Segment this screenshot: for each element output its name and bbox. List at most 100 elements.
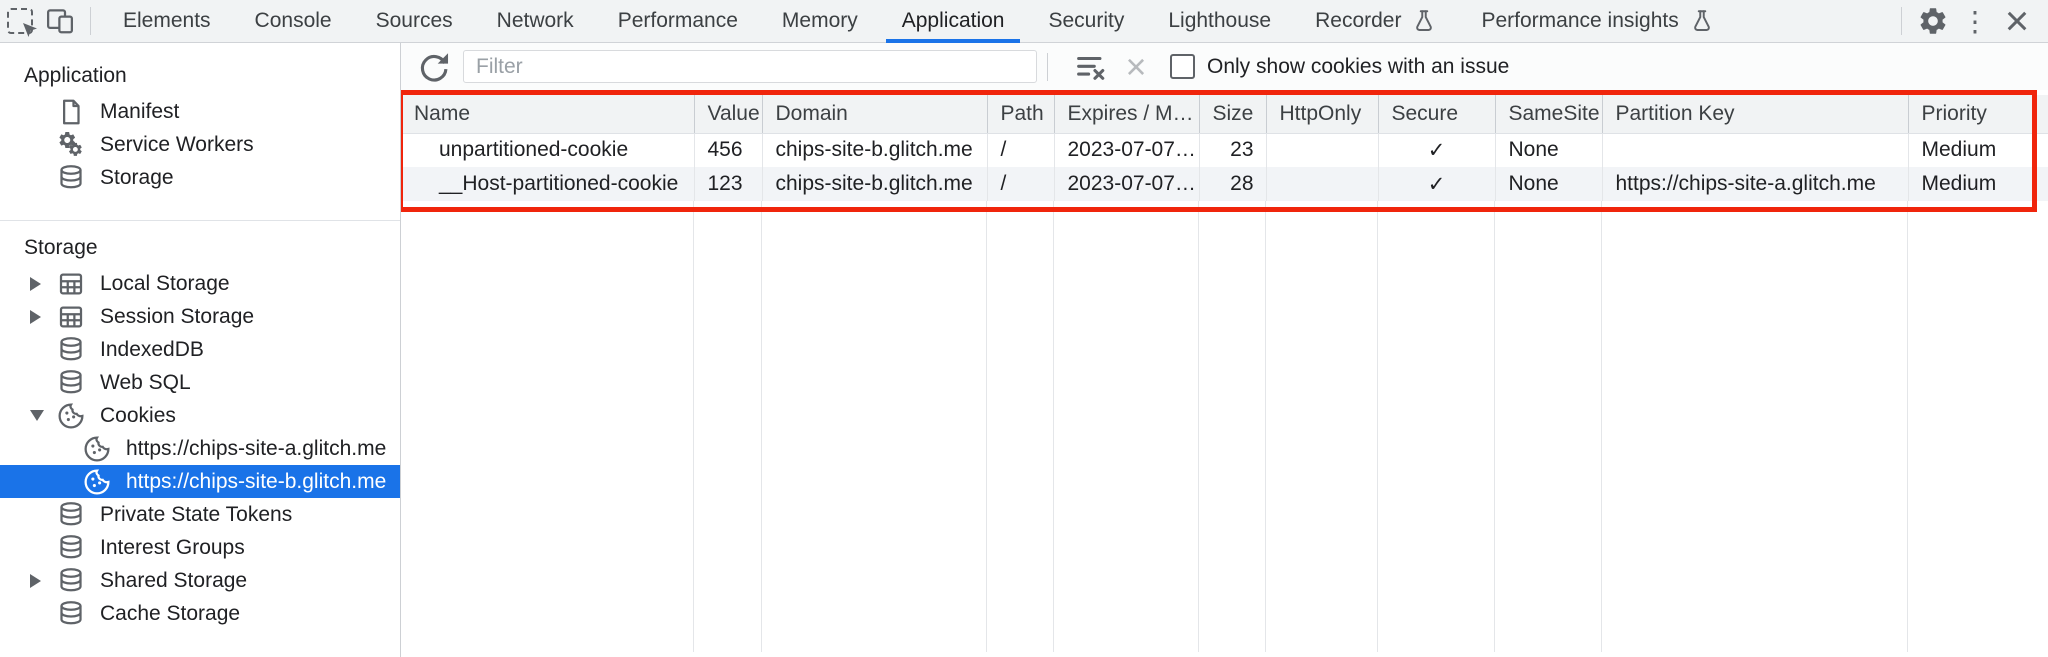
- cell-httponly: [1266, 167, 1379, 201]
- device-toolbar-icon: [47, 9, 73, 34]
- cell-partition-key: https://chips-site-a.glitch.me: [1602, 167, 1909, 201]
- tab-performance-insights[interactable]: Performance insights: [1459, 0, 1736, 43]
- tabbar-divider: [90, 7, 91, 35]
- cookie-icon: [58, 403, 84, 428]
- sidebar-item-cookies-chips-site-a[interactable]: https://chips-site-a.glitch.me: [0, 432, 400, 465]
- col-header-expires[interactable]: Expires / M…: [1054, 95, 1200, 134]
- tab-application[interactable]: Application: [880, 0, 1027, 43]
- cell-secure: ✓: [1378, 133, 1496, 167]
- col-header-secure[interactable]: Secure: [1378, 95, 1496, 134]
- sidebar-item-cache-storage[interactable]: Cache Storage: [0, 597, 400, 630]
- col-header-value[interactable]: Value: [694, 95, 763, 134]
- sidebar-item-indexeddb[interactable]: IndexedDB: [0, 333, 400, 366]
- sidebar-item-cookies-chips-site-b[interactable]: https://chips-site-b.glitch.me: [0, 465, 400, 498]
- cell-priority: Medium: [1908, 167, 2048, 201]
- tab-console[interactable]: Console: [254, 9, 332, 32]
- refresh-button[interactable]: [415, 48, 453, 86]
- cookies-toolbar: × Only show cookies with an issue: [401, 43, 2048, 90]
- clear-all-cookies-button[interactable]: [1070, 48, 1110, 86]
- sidebar-item-shared-storage[interactable]: Shared Storage: [0, 564, 400, 597]
- inspect-element-button[interactable]: [0, 1, 40, 41]
- experiment-flask-icon: [1416, 10, 1433, 31]
- expander-collapsed-icon: [30, 573, 41, 588]
- expander-collapsed-icon: [30, 309, 41, 324]
- gears-icon: [59, 131, 82, 156]
- close-devtools-button[interactable]: ×: [1996, 0, 2038, 44]
- tabbar-divider: [1901, 7, 1902, 35]
- col-header-priority[interactable]: Priority: [1908, 95, 2048, 134]
- col-header-partition-key[interactable]: Partition Key: [1602, 95, 1909, 134]
- cell-partition-key: [1602, 133, 1909, 167]
- tab-sources[interactable]: Sources: [375, 9, 453, 32]
- sidebar-item-session-storage[interactable]: Session Storage: [0, 300, 400, 333]
- cookies-grid: Name Value Domain Path Expires / M… Size…: [401, 90, 2048, 657]
- sidebar-item-local-storage[interactable]: Local Storage: [0, 267, 400, 300]
- toolbar-divider: [1047, 52, 1048, 81]
- cell-domain: chips-site-b.glitch.me: [762, 133, 988, 167]
- tab-security[interactable]: Security: [1048, 9, 1125, 32]
- application-sidebar: Application Manifest Service Workers Sto…: [0, 43, 401, 657]
- close-icon: ×: [2004, 0, 2030, 44]
- col-header-path[interactable]: Path: [987, 95, 1055, 134]
- sidebar-item-interest-groups[interactable]: Interest Groups: [0, 531, 400, 564]
- cell-expires: 2023-07-07…: [1054, 133, 1200, 167]
- delete-x-icon: ×: [1125, 45, 1147, 87]
- cell-name: __Host-partitioned-cookie: [401, 167, 695, 201]
- cell-size: 23: [1199, 133, 1267, 167]
- col-header-name[interactable]: Name: [401, 95, 695, 134]
- table-icon: [59, 306, 83, 327]
- col-header-samesite[interactable]: SameSite: [1495, 95, 1603, 134]
- col-header-size[interactable]: Size: [1199, 95, 1267, 134]
- col-header-httponly[interactable]: HttpOnly: [1266, 95, 1379, 134]
- cell-value: 123: [694, 167, 763, 201]
- clear-filter-icon: [1077, 56, 1105, 80]
- tab-performance[interactable]: Performance: [617, 9, 738, 32]
- settings-button[interactable]: [1912, 1, 1954, 41]
- cell-expires: 2023-07-07…: [1054, 167, 1200, 201]
- database-icon: [60, 501, 82, 525]
- toggle-device-toolbar-button[interactable]: [40, 1, 80, 41]
- sidebar-item-cookies[interactable]: Cookies: [0, 399, 400, 432]
- tab-memory[interactable]: Memory: [781, 9, 858, 32]
- cell-httponly: [1266, 133, 1379, 167]
- inspect-cursor-icon: [7, 8, 37, 37]
- devtools-tabbar: Elements Console Sources Network Perform…: [0, 0, 2048, 43]
- cookies-pane: × Only show cookies with an issue Name V…: [401, 43, 2048, 657]
- table-row[interactable]: __Host-partitioned-cookie 123 chips-site…: [401, 167, 2048, 201]
- cookies-table: Name Value Domain Path Expires / M… Size…: [401, 95, 2048, 201]
- delete-selected-button[interactable]: ×: [1118, 45, 1154, 87]
- gear-icon: [1920, 8, 1946, 34]
- col-header-domain[interactable]: Domain: [762, 95, 988, 134]
- cell-path: /: [987, 133, 1055, 167]
- cell-samesite: None: [1495, 167, 1603, 201]
- sidebar-item-service-workers[interactable]: Service Workers: [0, 128, 400, 161]
- expander-expanded-icon: [30, 410, 44, 421]
- cell-path: /: [987, 167, 1055, 201]
- sidebar-item-manifest[interactable]: Manifest: [0, 95, 400, 128]
- cell-size: 28: [1199, 167, 1267, 201]
- only-issue-checkbox[interactable]: [1170, 54, 1195, 79]
- cookie-icon: [84, 469, 110, 494]
- tab-recorder[interactable]: Recorder: [1293, 0, 1459, 43]
- refresh-icon: [420, 51, 450, 82]
- filter-input[interactable]: [463, 50, 1037, 83]
- experiment-flask-icon: [1693, 10, 1710, 31]
- cookie-icon: [84, 436, 110, 461]
- panel-tabs: Elements Console Sources Network Perform…: [101, 0, 1737, 43]
- more-options-button[interactable]: ⋮: [1954, 1, 1996, 41]
- tab-elements[interactable]: Elements: [123, 9, 211, 32]
- tabbar-right-controls: ⋮ ×: [1891, 0, 2048, 44]
- tab-lighthouse[interactable]: Lighthouse: [1168, 9, 1272, 32]
- cell-secure: ✓: [1378, 167, 1496, 201]
- cell-samesite: None: [1495, 133, 1603, 167]
- database-icon: [60, 567, 82, 591]
- sidebar-item-web-sql[interactable]: Web SQL: [0, 366, 400, 399]
- tab-network[interactable]: Network: [496, 9, 574, 32]
- table-row[interactable]: unpartitioned-cookie 456 chips-site-b.gl…: [401, 133, 2048, 167]
- sidebar-item-storage[interactable]: Storage: [0, 161, 400, 194]
- database-icon: [60, 534, 82, 558]
- cell-priority: Medium: [1921, 138, 1997, 162]
- sidebar-item-private-state-tokens[interactable]: Private State Tokens: [0, 498, 400, 531]
- sidebar-section-divider: [0, 220, 400, 221]
